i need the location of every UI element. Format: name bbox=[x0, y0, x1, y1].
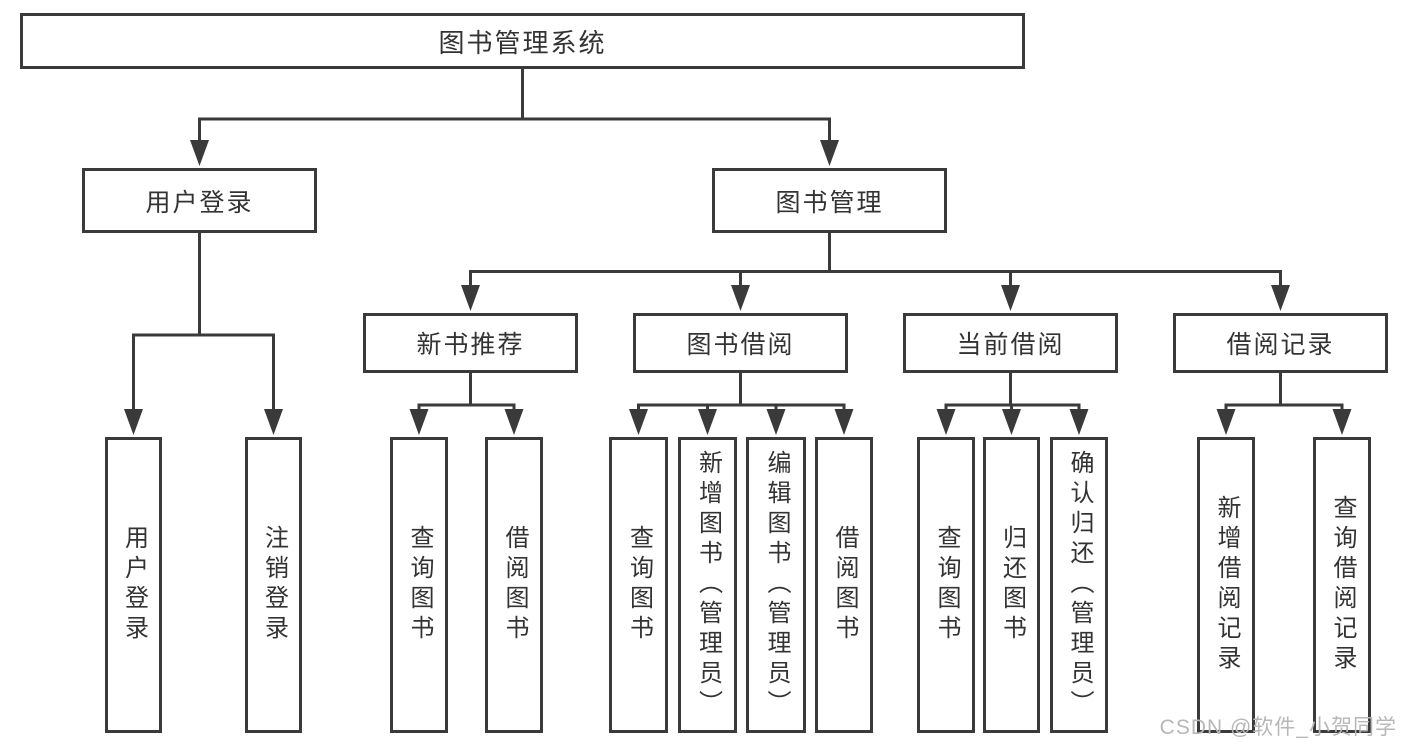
connector-line bbox=[417, 403, 516, 411]
leaf-borrow-books-recommend: 借阅图书 bbox=[485, 437, 543, 733]
leaf-label: 编辑图书（管理员） bbox=[763, 450, 790, 720]
arrowhead bbox=[264, 409, 283, 435]
leaf-add-books-admin: 新增图书（管理员） bbox=[678, 437, 737, 733]
node-borrowing-records: 借阅记录 bbox=[1173, 313, 1388, 373]
leaf-user-login: 用户登录 bbox=[105, 437, 162, 733]
arrowhead bbox=[766, 409, 786, 435]
leaf-label: 查询借阅记录 bbox=[1329, 495, 1356, 675]
leaf-label: 查询图书 bbox=[406, 525, 433, 645]
leaf-label: 新增借阅记录 bbox=[1213, 495, 1240, 675]
arrowhead bbox=[124, 409, 143, 435]
leaf-label: 借阅图书 bbox=[831, 525, 858, 645]
node-label: 图书管理系统 bbox=[438, 27, 607, 58]
csdn-watermark: CSDN @软件_小贺同学 bbox=[1159, 716, 1397, 739]
node-new-book-recommendation: 新书推荐 bbox=[363, 313, 578, 373]
node-label: 借阅记录 bbox=[1226, 331, 1335, 359]
arrowhead bbox=[1001, 285, 1020, 311]
connector-line bbox=[637, 403, 846, 411]
arrowhead bbox=[1216, 409, 1236, 435]
leaf-logout: 注销登录 bbox=[245, 437, 302, 733]
leaf-add-borrow-record: 新增借阅记录 bbox=[1197, 437, 1255, 733]
leaf-return-books: 归还图书 bbox=[983, 437, 1040, 733]
node-current-borrowing: 当前借阅 bbox=[903, 313, 1118, 373]
arrowhead bbox=[629, 409, 648, 435]
node-label: 图书管理 bbox=[775, 188, 884, 217]
leaf-query-borrow-record: 查询借阅记录 bbox=[1313, 437, 1371, 733]
arrowhead bbox=[1271, 285, 1290, 311]
arrowhead bbox=[190, 140, 209, 166]
connector-line bbox=[132, 333, 275, 411]
connector-line bbox=[469, 270, 1282, 287]
arrowhead bbox=[1069, 409, 1089, 435]
leaf-label: 查询图书 bbox=[933, 525, 960, 645]
arrowhead bbox=[936, 409, 956, 435]
node-book-borrowing: 图书借阅 bbox=[633, 313, 848, 373]
node-label: 用户登录 bbox=[145, 188, 254, 217]
leaf-edit-books-admin: 编辑图书（管理员） bbox=[746, 437, 806, 733]
arrowhead bbox=[1332, 409, 1352, 435]
leaf-label: 新增图书（管理员） bbox=[694, 450, 722, 720]
leaf-label: 归还图书 bbox=[998, 525, 1026, 645]
leaf-query-books-recommend: 查询图书 bbox=[390, 437, 448, 733]
node-library-management-system: 图书管理系统 bbox=[20, 13, 1025, 69]
arrowhead bbox=[1002, 409, 1021, 435]
arrowhead bbox=[698, 409, 717, 435]
arrowhead bbox=[504, 409, 524, 435]
arrowhead bbox=[731, 285, 750, 311]
node-book-management: 图书管理 bbox=[712, 168, 947, 233]
connector-line bbox=[1224, 403, 1344, 411]
leaf-query-books-current: 查询图书 bbox=[917, 437, 975, 733]
leaf-label: 借阅图书 bbox=[501, 525, 528, 645]
leaf-query-books-borrow: 查询图书 bbox=[609, 437, 668, 733]
connector-line bbox=[198, 117, 831, 142]
leaf-label: 用户登录 bbox=[120, 525, 148, 645]
leaf-label: 注销登录 bbox=[260, 525, 288, 645]
node-label: 当前借阅 bbox=[956, 331, 1065, 359]
arrowhead bbox=[834, 409, 854, 435]
leaf-label: 查询图书 bbox=[625, 525, 653, 645]
node-label: 图书借阅 bbox=[686, 331, 795, 359]
node-user-login: 用户登录 bbox=[82, 168, 317, 233]
arrowhead bbox=[461, 285, 480, 311]
leaf-confirm-return-admin: 确认归还（管理员） bbox=[1050, 437, 1108, 733]
arrowhead bbox=[820, 140, 839, 166]
node-label: 新书推荐 bbox=[416, 331, 525, 359]
leaf-borrow-books: 借阅图书 bbox=[815, 437, 873, 733]
leaf-label: 确认归还（管理员） bbox=[1066, 450, 1093, 720]
arrowhead bbox=[409, 409, 429, 435]
